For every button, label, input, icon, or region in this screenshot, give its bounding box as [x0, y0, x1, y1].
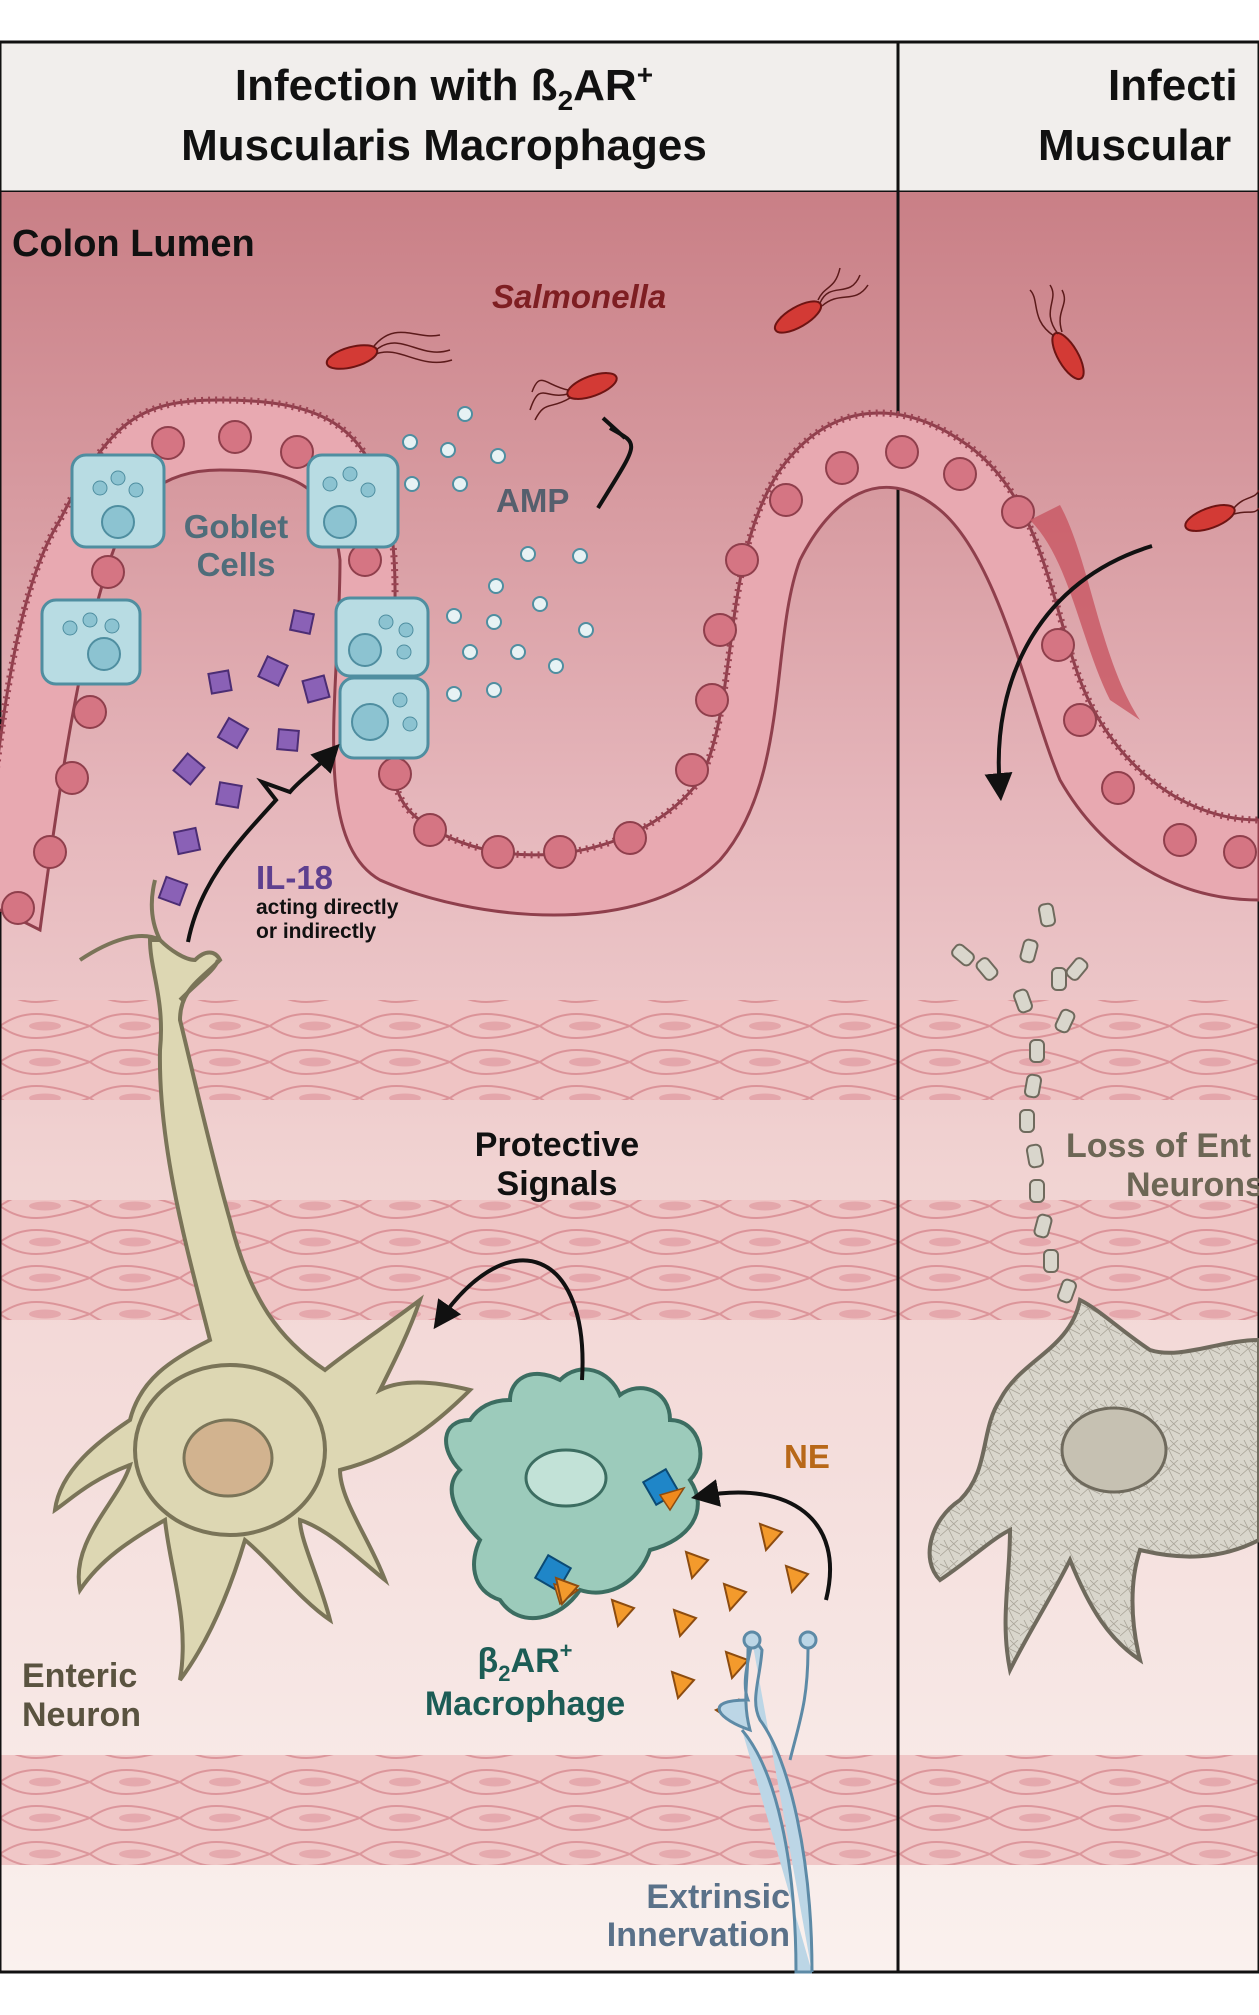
enteric-neuron-label-line2: Neuron [22, 1696, 141, 1734]
loss-label-line2: Neurons [1126, 1166, 1259, 1204]
loss-label-line1: Loss of Ent [1066, 1127, 1251, 1165]
macrophage-label-line1: β2AR+ [478, 1638, 573, 1686]
damaged-epithelium [1030, 505, 1140, 720]
neuron-nucleus [182, 1418, 274, 1498]
muscle-band-lower [0, 1755, 1259, 1865]
goblet-cell [334, 596, 430, 678]
salmonella-bacterium [1184, 489, 1259, 532]
ne-arrow [690, 1479, 833, 1601]
goblet-cells-label-line2: Cells [197, 546, 276, 583]
goblet-cells-label-line1: Goblet [184, 508, 289, 545]
ne-molecules [554, 1522, 810, 1724]
header-band [0, 40, 1259, 194]
amp-label: AMP [496, 482, 569, 519]
panel-1-title-line2: Muscularis Macrophages [181, 121, 707, 170]
figure-border [0, 40, 1259, 1974]
protective-signals-arrow [433, 1258, 585, 1381]
il18-arrow [186, 743, 340, 943]
il18-note-line2: or indirectly [256, 920, 377, 943]
extrinsic-label-line1: Extrinsic [646, 1878, 790, 1916]
protective-signals-label-line2: Signals [497, 1165, 618, 1203]
extrinsic-nerve [717, 1630, 818, 1974]
amp-molecules [402, 406, 594, 702]
panel-2-title-line2: Muscular [1038, 121, 1231, 170]
goblet-cell [306, 453, 400, 549]
panel-2-title-line1: Infecti [1108, 61, 1238, 110]
neuron-fragments [951, 902, 1089, 1304]
colon-lumen-label: Colon Lumen [12, 223, 255, 265]
macrophage [444, 1367, 703, 1620]
receptor-icon [641, 1467, 686, 1512]
amp-inhibition-bar [601, 416, 627, 440]
macrophage-label-line2: Macrophage [425, 1685, 625, 1723]
goblet-cell [40, 598, 142, 686]
invasion-arrow [984, 544, 1153, 802]
salmonella-bacterium [773, 267, 869, 334]
panel-1-title-line1: Infection with ß2AR+ [235, 59, 653, 116]
degraded-neuron [927, 902, 1259, 1677]
goblet-cell [338, 676, 430, 760]
muscle-band-upper [0, 1000, 1259, 1100]
macrophage-nucleus [524, 1448, 608, 1508]
enteric-neuron-label-line1: Enteric [22, 1657, 137, 1695]
salmonella-label: Salmonella [492, 278, 666, 315]
il18-molecules [157, 608, 331, 907]
salmonella-bacterium [325, 331, 453, 370]
goblet-cell [70, 453, 166, 549]
salmonella-bacteria [325, 267, 1259, 532]
protective-signals-label-line1: Protective [475, 1126, 639, 1164]
degraded-nucleus [1060, 1406, 1168, 1494]
extrinsic-label-line2: Innervation [607, 1916, 790, 1954]
epithelium [0, 396, 1259, 933]
goblet-cells [40, 453, 430, 760]
salmonella-bacterium [529, 372, 618, 421]
il18-label: IL-18 [256, 859, 333, 896]
epithelial-nuclei [1, 420, 1257, 925]
il18-note-line1: acting directly [256, 896, 399, 919]
ne-label: NE [784, 1438, 830, 1475]
salmonella-bacterium [1029, 284, 1085, 381]
enteric-neuron [52, 879, 474, 1682]
